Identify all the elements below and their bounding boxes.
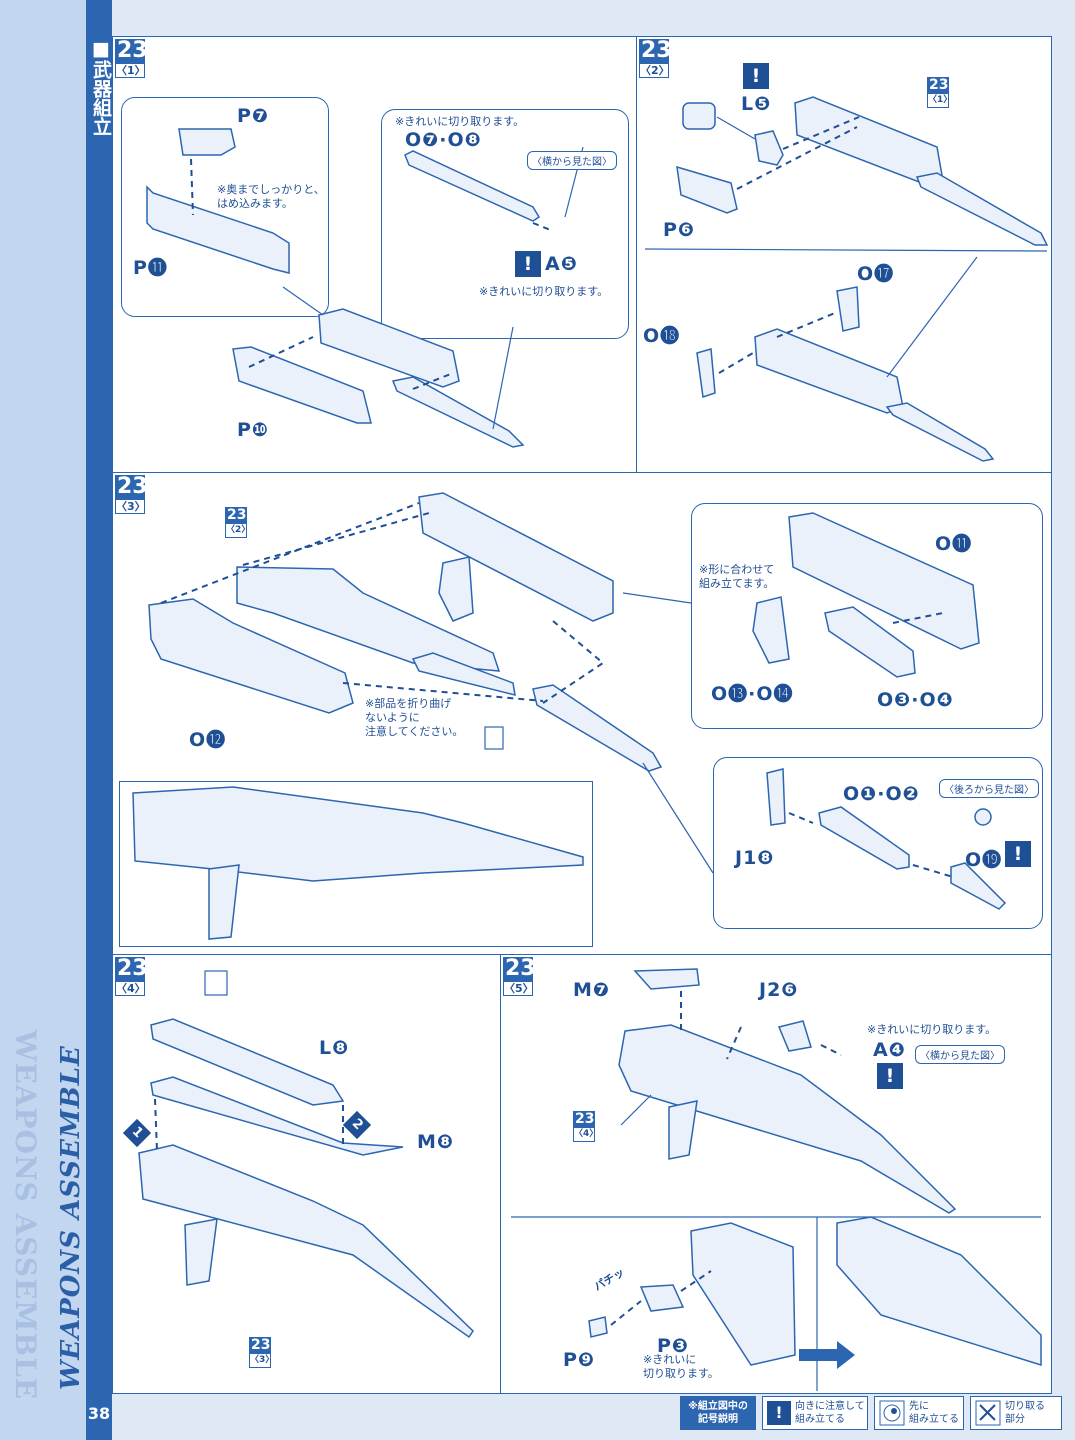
legend-title: ※組立図中の 記号説明 [680, 1396, 756, 1430]
left-sidebar: WEAPONS ASSEMBLE [0, 0, 86, 1440]
legend-orient-text: 向きに注意して 組み立てる [795, 1401, 865, 1425]
note-cut-bottom: ※きれいに切り取ります。 [479, 285, 609, 298]
step-4-badge: 23 〈4〉 [115, 956, 148, 996]
label-m7: M❼ [573, 979, 610, 1001]
legend-cut: 切り取る 部分 [970, 1396, 1062, 1430]
label-o18: O⓲ [643, 325, 681, 347]
step-2-badge: 23 〈2〉 [639, 38, 672, 78]
step-2-panel: 23 〈2〉 ! L❺ P❻ 23 〈1〉 O⓱ O⓲ [636, 36, 1052, 474]
legend-orient: ! 向きに注意して 組み立てる [762, 1396, 868, 1430]
label-o19: O⓳ [965, 849, 1003, 871]
step-sub: 〈5〉 [503, 981, 534, 996]
section-strip [86, 0, 112, 1440]
step-3-parts-drawing [132, 492, 1007, 940]
label-o3-o4: O❸·O❹ [877, 689, 954, 711]
ref-badge-23-1: 23 〈1〉 [927, 77, 952, 108]
ref-badge-23-3: 23 〈3〉 [249, 1337, 274, 1368]
step-number: 23 [639, 38, 672, 63]
label-a5: A❺ [545, 253, 578, 275]
label-p3: P❸ [657, 1335, 690, 1357]
side-view-label: 〈横から見た図〉 [527, 151, 617, 170]
label-j26: J2❻ [759, 979, 799, 1001]
label-j18: J1❽ [735, 847, 775, 869]
legend-cut-text: 切り取る 部分 [1005, 1401, 1045, 1425]
step-5-panel: 23 〈5〉 M❼ J2❻ ※きれいに切り取ります。 A❹ 〈横から見た図〉 !… [500, 954, 1052, 1394]
step-sub: 〈2〉 [639, 63, 670, 78]
weapons-assemble-title: WEAPONS ASSEMBLE [56, 1045, 86, 1390]
step-sub: 〈1〉 [115, 63, 146, 78]
label-p11: P⓫ [133, 257, 168, 279]
callout-o7-o8 [381, 109, 629, 339]
step-5-parts-drawing [511, 968, 1042, 1391]
step-number: 23 [115, 956, 148, 981]
note-do-not-bend: ※部品を折り曲げ ないように 注意してください。 [365, 697, 464, 738]
label-p10: P❿ [237, 419, 270, 441]
label-p9: P❾ [563, 1349, 596, 1371]
legend-first-text: 先に 組み立てる [909, 1401, 959, 1425]
label-m8: M❽ [417, 1131, 454, 1153]
step-1-parts-drawing [146, 128, 584, 448]
label-l8: L❽ [319, 1037, 350, 1059]
label-o17: O⓱ [857, 263, 895, 285]
step-number: 23 [503, 956, 536, 981]
step-2-parts-drawing [644, 96, 1049, 462]
ref-sub: 〈2〉 [225, 523, 250, 538]
ref-sub: 〈1〉 [927, 93, 952, 108]
note-cut: ※きれいに切り取ります。 [867, 1023, 997, 1036]
label-p7: P❼ [237, 105, 270, 127]
note-cut-top: ※きれいに切り取ります。 [395, 115, 525, 128]
warning-icon: ! [743, 63, 769, 89]
side-view-label: 〈横から見た図〉 [915, 1045, 1005, 1064]
nipper-icon [975, 1400, 1001, 1426]
first-assemble-icon [879, 1400, 905, 1426]
note-match-shape: ※形に合わせて 組み立てます。 [699, 563, 775, 590]
label-a4: A❹ [873, 1039, 906, 1061]
label-o7-o8: O❼·O❽ [405, 129, 482, 151]
step-1-badge: 23 〈1〉 [115, 38, 148, 78]
ref-number: 23 [927, 77, 949, 93]
ref-number: 23 [573, 1111, 595, 1127]
warning-icon: ! [767, 1401, 791, 1425]
note-press-fit: ※奥までしっかりと、 はめ込みます。 [217, 183, 325, 210]
ref-sub: 〈3〉 [249, 1353, 274, 1368]
ref-sub: 〈4〉 [573, 1127, 598, 1142]
label-o1-o2: O❶·O❷ [843, 783, 920, 805]
step-4-parts-drawing [138, 970, 474, 1339]
step-4-panel: 23 〈4〉 L❽ M❽ 1 2 23 〈3〉 [112, 954, 502, 1394]
ref-badge-23-4: 23 〈4〉 [573, 1111, 598, 1142]
back-view-label: 〈後ろから見た図〉 [939, 779, 1039, 798]
warning-icon: ! [515, 251, 541, 277]
label-l5: L❺ [741, 93, 772, 115]
warning-icon: ! [877, 1063, 903, 1089]
label-p6: P❻ [663, 219, 696, 241]
warning-icon: ! [1005, 841, 1031, 867]
ref-badge-23-2: 23 〈2〉 [225, 507, 250, 538]
ref-number: 23 [225, 507, 247, 523]
label-o13-o14: O⓭·O⓮ [711, 683, 794, 705]
ref-number: 23 [249, 1337, 271, 1353]
page-number: 38 [87, 1404, 111, 1423]
step-3-panel: 23 〈3〉 23 〈2〉 [112, 472, 1052, 956]
section-label: ■武器組立 [90, 38, 112, 136]
legend-first: 先に 組み立てる [874, 1396, 964, 1430]
step-sub: 〈3〉 [115, 499, 146, 514]
note-cut-2: ※きれいに 切り取ります。 [643, 1353, 719, 1380]
step-1-panel: 23 〈1〉 P❼ ※ [112, 36, 638, 474]
step-number: 23 [115, 38, 148, 63]
step-3-badge: 23 〈3〉 [115, 474, 148, 514]
label-o12: O⓬ [189, 729, 227, 751]
step-sub: 〈4〉 [115, 981, 146, 996]
label-o11: O⓫ [935, 533, 973, 555]
ghost-title: WEAPONS ASSEMBLE [9, 1030, 42, 1401]
step-5-badge: 23 〈5〉 [503, 956, 536, 996]
step-number: 23 [115, 474, 148, 499]
symbol-legend: ※組立図中の 記号説明 ! 向きに注意して 組み立てる 先に 組み立てる 切り取… [680, 1396, 1070, 1432]
